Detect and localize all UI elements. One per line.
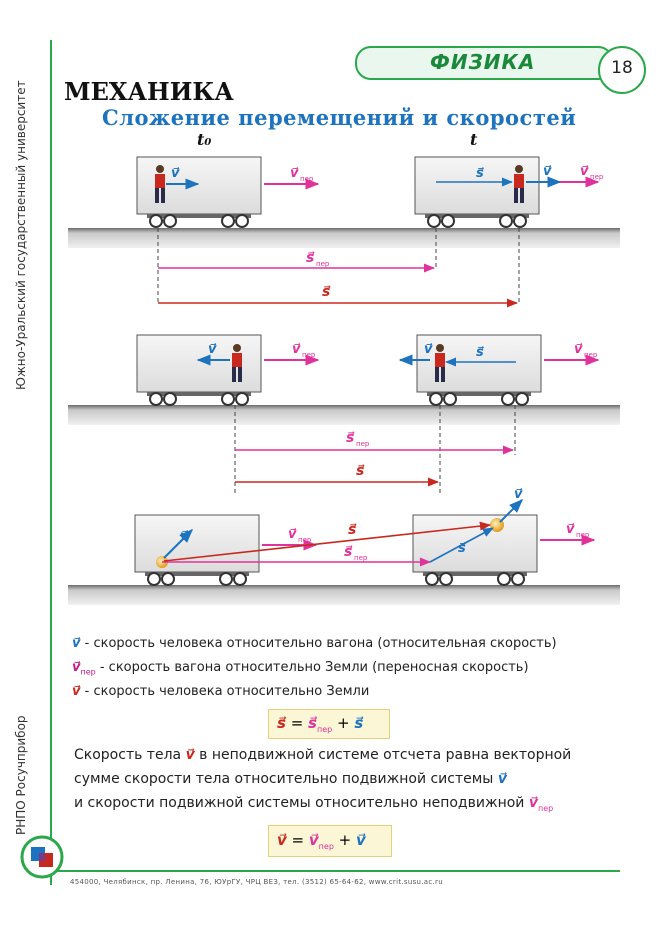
label-s-per-sub: пер <box>356 440 370 448</box>
formula-velocity: v⃗ = v⃗пер + v⃗ <box>268 825 392 857</box>
label-s: s⃗ <box>322 284 331 300</box>
legend-line-3: v⃗ - скорость человека относительно Земл… <box>72 684 369 699</box>
page-number: 18 <box>611 58 633 78</box>
paragraph-line-1: Скорость тела v⃗ в неподвижной системе о… <box>74 747 571 763</box>
paragraph-symbol: v⃗ <box>497 771 507 787</box>
scene-2: v⃗ v⃗ пер v⃗ s⃗ v⃗ <box>68 334 620 495</box>
label-s: s⃗ <box>356 463 365 479</box>
time-label-t0: t₀ <box>197 130 212 149</box>
scene-1: v⃗ v⃗ пер s⃗ v⃗ <box>68 156 620 308</box>
label-s: s⃗ <box>476 345 484 360</box>
label-v-per-sub: пер <box>584 351 598 359</box>
paragraph-symbol: v⃗ <box>528 795 538 811</box>
label-v: v⃗ <box>424 342 433 357</box>
formula-term: v⃗ <box>356 831 366 849</box>
subject-label: ФИЗИКА <box>430 50 536 74</box>
label-v-per: v⃗ <box>574 342 583 357</box>
subject-banner <box>355 46 614 80</box>
formula-operator: = <box>285 714 309 732</box>
label-v: v⃗ <box>514 487 523 502</box>
label-v-per: v⃗ <box>566 522 575 537</box>
label-v-per-sub: пер <box>576 531 590 539</box>
label-s: s⃗ <box>458 541 466 556</box>
label-s-per: s⃗ <box>306 250 315 266</box>
label-s-per: s⃗ <box>344 544 353 560</box>
wagon <box>136 334 262 406</box>
legend-line-1: v⃗ - скорость человека относительно ваго… <box>72 636 557 651</box>
left-green-rule <box>50 40 52 885</box>
paragraph-line-3: и скорости подвижной системы относительн… <box>74 795 553 813</box>
time-label-t: t <box>470 130 478 149</box>
legend-symbol: v⃗ <box>72 636 81 651</box>
paragraph-text: Скорость тела <box>74 747 186 763</box>
formula-term: v⃗ <box>308 831 319 849</box>
formula-term: v⃗ <box>277 831 287 849</box>
paragraph-line-2: сумме скорости тела относительно подвижн… <box>74 771 507 787</box>
formula-operator: = <box>286 831 309 849</box>
label-v-per: v⃗ <box>580 164 589 179</box>
formula-operator: + <box>333 831 357 849</box>
ground <box>68 228 620 248</box>
paragraph-symbol: v⃗ <box>185 747 195 763</box>
wagon <box>134 514 260 586</box>
paragraph-subscript: пер <box>537 803 554 813</box>
label-v-per: v⃗ <box>292 342 301 357</box>
legend-line-2: v⃗пер - скорость вагона относительно Зем… <box>72 660 529 677</box>
label-s-per-sub: пер <box>354 554 368 562</box>
label-s-per-sub: пер <box>316 260 330 268</box>
section-title: МЕХАНИКА <box>64 77 234 106</box>
label-v: v⃗ <box>208 342 217 357</box>
bottom-green-rule <box>50 870 620 872</box>
label-v-per-sub: пер <box>302 351 316 359</box>
person <box>435 344 445 382</box>
label-s: s⃗ <box>348 522 357 538</box>
footer-address: 454000, Челябинск, пр. Ленина, 76, ЮУрГУ… <box>70 878 443 886</box>
ground <box>68 405 620 425</box>
label-s-per: s⃗ <box>346 430 355 446</box>
legend-subscript: пер <box>80 667 96 677</box>
formula-term: s⃗ <box>308 714 317 732</box>
ground <box>68 585 620 605</box>
publisher-logo <box>20 835 64 879</box>
person <box>155 165 165 203</box>
formula-term: s⃗ <box>354 714 364 732</box>
legend-symbol: v⃗ <box>72 684 81 699</box>
legend-text: - скорость вагона относительно Земли (пе… <box>95 660 529 675</box>
page-subtitle: Сложение перемещений и скоростей <box>102 105 577 130</box>
person <box>514 165 524 203</box>
label-s: s⃗ <box>476 166 484 181</box>
label-v-per-sub: пер <box>298 536 312 544</box>
person <box>232 344 242 382</box>
paragraph-text: и скорости подвижной системы относительн… <box>74 795 529 811</box>
formula-subscript: пер <box>318 842 334 851</box>
paragraph-text: сумме скорости тела относительно подвижн… <box>74 771 498 787</box>
paragraph-text: в неподвижной системе отсчета равна вект… <box>194 747 572 763</box>
label-v: v⃗ <box>543 164 552 179</box>
label-v: v⃗ <box>171 166 180 181</box>
page-number-badge <box>598 46 646 94</box>
label-v-per-sub: пер <box>590 173 604 181</box>
formula-operator: + <box>332 714 355 732</box>
legend-text: - скорость человека относительно вагона … <box>80 636 557 651</box>
legend-symbol: v⃗ <box>72 660 81 675</box>
label-v-per: v⃗ <box>290 166 299 181</box>
formula-subscript: пер <box>316 725 333 734</box>
formula-displacement: s⃗ = s⃗пер + s⃗ <box>268 709 390 739</box>
label-v-per-sub: пер <box>300 175 314 183</box>
wagon <box>412 514 538 586</box>
label-v-per: v⃗ <box>288 527 297 542</box>
formula-term: s⃗ <box>277 714 286 732</box>
legend-text: - скорость человека относительно Земли <box>80 684 370 699</box>
label-v: v⃗ <box>180 529 189 544</box>
scene-3: v⃗ v⃗ пер v⃗ v⃗ пер s⃗ пер s⃗ <box>68 487 620 605</box>
